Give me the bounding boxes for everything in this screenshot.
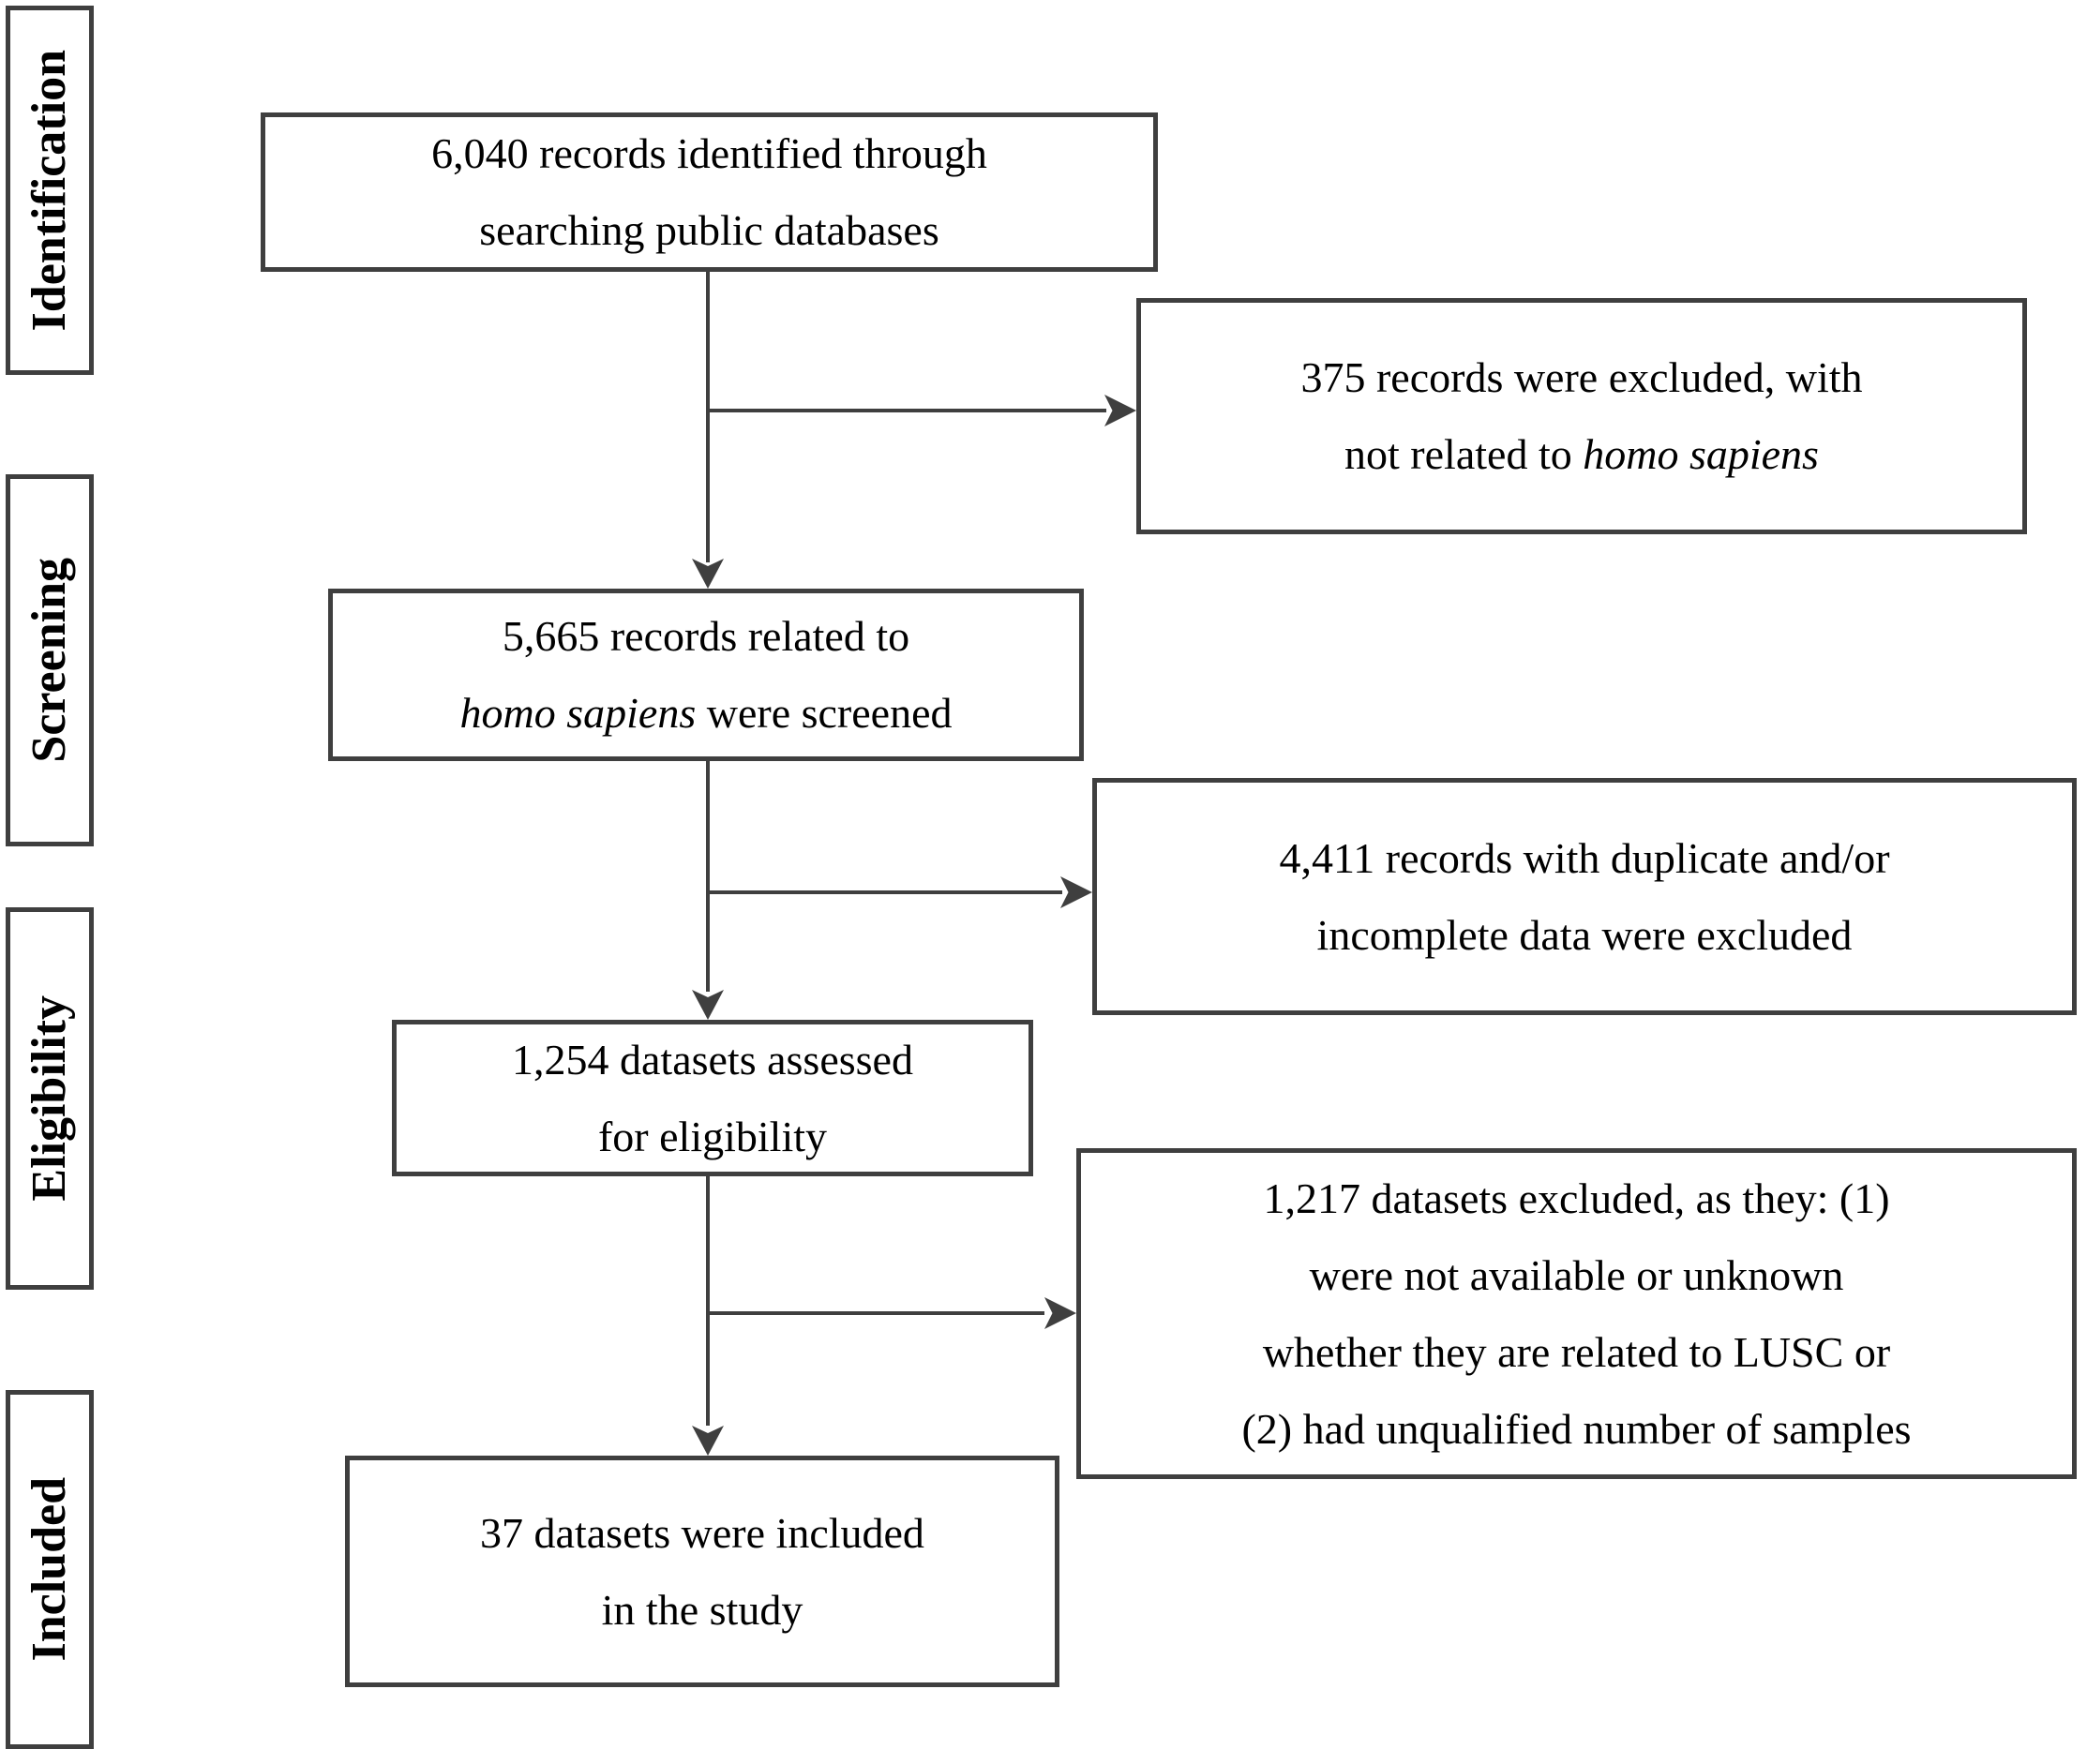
arrowhead-down-to-assessed — [692, 990, 724, 1020]
stage-box-identification: Identification — [6, 6, 94, 375]
connector-branch-to-excluded-duplicate — [706, 890, 1062, 894]
text-line: 4,411 records with duplicate and/or — [1279, 833, 1890, 882]
flow-box-records-excluded-duplicate: 4,411 records with duplicate and/or incom… — [1092, 778, 2077, 1015]
text-line: (2) had unqualified number of samples — [1241, 1404, 1912, 1453]
arrowhead-down-to-screened — [692, 559, 724, 589]
stage-label-identification: Identification — [23, 49, 76, 332]
text-line: for eligibility — [597, 1112, 827, 1160]
text-line: 37 datasets were included — [480, 1508, 924, 1557]
text-line: homo sapiens were screened — [459, 689, 953, 737]
stage-box-eligibility: Eligibility — [6, 907, 94, 1290]
text-line: searching public databases — [479, 206, 939, 254]
text-line: were not available or unknown — [1309, 1250, 1844, 1299]
text-line: 1,217 datasets excluded, as they: (1) — [1263, 1174, 1890, 1222]
connector-branch-to-datasets-excluded — [706, 1311, 1044, 1315]
arrowhead-down-to-included — [692, 1426, 724, 1456]
connector-screened-to-assessed — [706, 761, 710, 992]
arrowhead-right-to-datasets-excluded — [1044, 1297, 1076, 1329]
stage-box-included: Included — [6, 1390, 94, 1749]
flow-box-datasets-assessed: 1,254 datasets assessed for eligibility — [392, 1020, 1033, 1176]
flow-box-records-identified: 6,040 records identified through searchin… — [261, 112, 1158, 272]
text-line: not related to homo sapiens — [1344, 430, 1819, 478]
arrowhead-right-to-excluded-not-human — [1104, 395, 1136, 426]
text-line: 375 records were excluded, with — [1300, 353, 1863, 401]
text-line: 6,040 records identified through — [431, 129, 987, 177]
stage-label-screening: Screening — [23, 558, 76, 763]
connector-branch-to-excluded-not-human — [706, 409, 1106, 412]
flow-box-records-excluded-not-human: 375 records were excluded, with not relat… — [1136, 298, 2027, 534]
connector-identified-to-screened — [706, 272, 710, 562]
stage-label-eligibility: Eligibility — [23, 995, 76, 1202]
flow-box-datasets-excluded: 1,217 datasets excluded, as they: (1) wer… — [1076, 1148, 2077, 1479]
text-line: in the study — [601, 1585, 803, 1634]
text-line: incomplete data were excluded — [1316, 910, 1853, 959]
flow-box-datasets-included: 37 datasets were included in the study — [345, 1456, 1059, 1687]
text-line: 5,665 records related to — [502, 612, 910, 660]
text-line: 1,254 datasets assessed — [512, 1035, 913, 1084]
flow-box-records-screened: 5,665 records related to homo sapiens wer… — [328, 589, 1084, 761]
text-line: whether they are related to LUSC or — [1262, 1327, 1891, 1376]
connector-assessed-to-included — [706, 1176, 710, 1426]
arrowhead-right-to-excluded-duplicate — [1060, 876, 1092, 908]
stage-label-included: Included — [23, 1477, 76, 1662]
stage-box-screening: Screening — [6, 474, 94, 846]
